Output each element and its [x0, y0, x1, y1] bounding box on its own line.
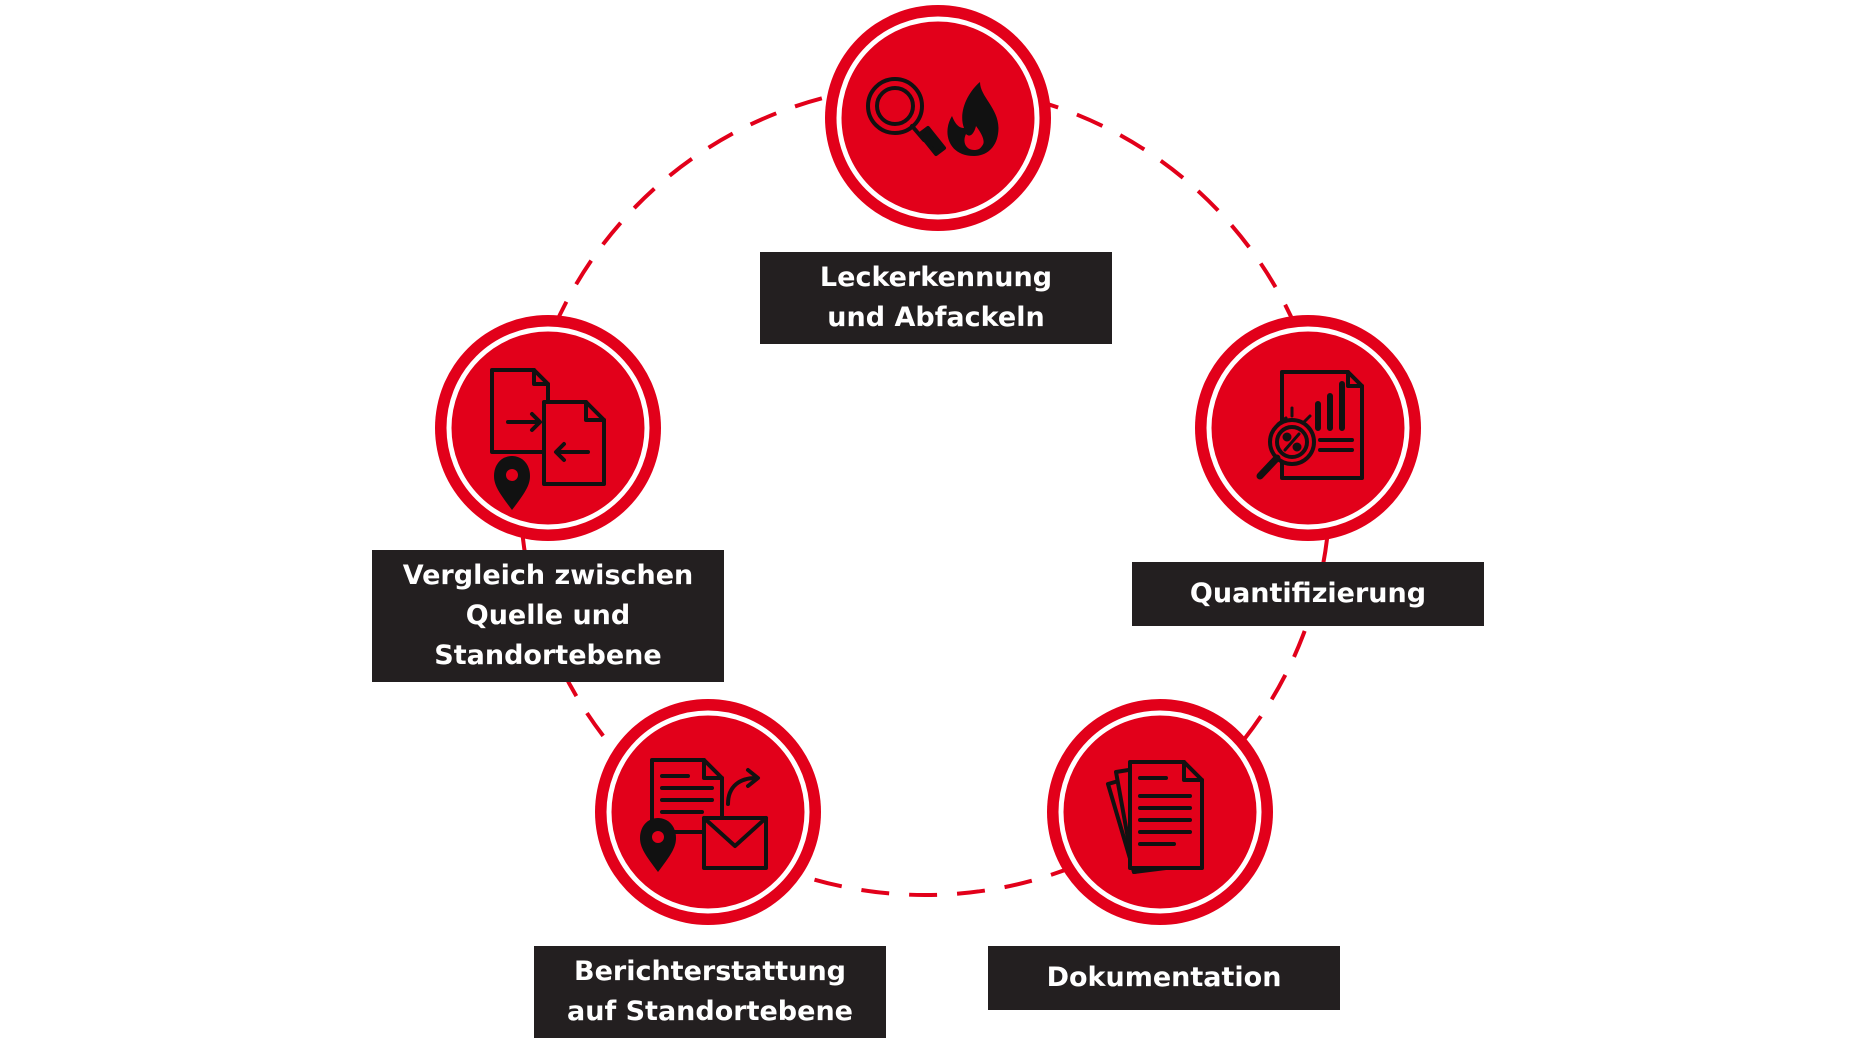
- step-label-leak-detection: Leckerkennung und Abfackeln: [760, 252, 1112, 344]
- step-label-source-site-comparison: Vergleich zwischen Quelle und Standorteb…: [372, 550, 724, 682]
- document-stack-icon: [1106, 760, 1204, 874]
- report-mail-location-icon: [640, 758, 768, 872]
- step-label-site-reporting: Berichterstattung auf Standortebene: [534, 946, 886, 1038]
- step-node-quantification: [1195, 315, 1421, 541]
- file-exchange-location-icon: [490, 368, 606, 510]
- magnifier-flame-icon: [866, 77, 999, 156]
- step-node-documentation: [1047, 699, 1273, 925]
- step-node-site-reporting: [595, 699, 821, 925]
- step-node-leak-detection: [825, 5, 1051, 231]
- step-label-quantification: Quantifizierung: [1132, 562, 1484, 626]
- step-node-source-site-comparison: [435, 315, 661, 541]
- report-percent-analysis-icon: [1256, 370, 1364, 480]
- step-label-documentation: Dokumentation: [988, 946, 1340, 1010]
